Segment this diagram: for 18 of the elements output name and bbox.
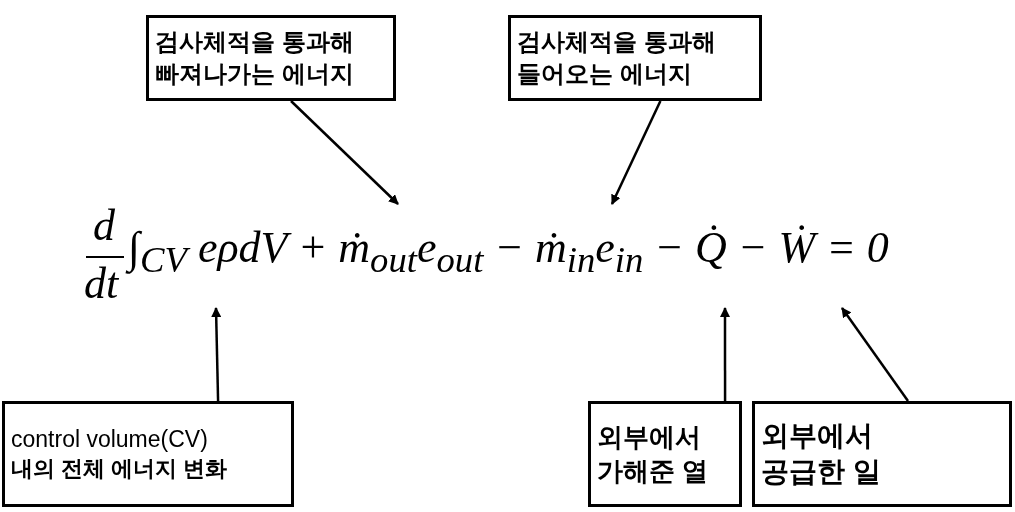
callout-text: 내의 전체 에너지 변화 <box>11 455 228 483</box>
callout-text: 외부에서 공급한 일 <box>761 419 882 489</box>
callout-box <box>508 15 762 101</box>
callout-box <box>588 401 742 507</box>
callout-box <box>146 15 396 101</box>
arrow <box>211 307 222 402</box>
arrow <box>841 307 909 402</box>
callout-text: control volume(CV) <box>11 425 208 454</box>
arrow <box>290 100 399 205</box>
callout-text: 검사체적을 통과해 빠져나가는 에너지 <box>155 27 355 89</box>
callout-text: 검사체적을 통과해 들어오는 에너지 <box>517 27 717 89</box>
arrow <box>720 307 730 401</box>
equation-denominator: dt <box>84 262 119 306</box>
equation-numerator: d <box>93 204 115 248</box>
arrow <box>610 100 662 205</box>
callout-box <box>752 401 1012 507</box>
callout-box <box>2 401 294 507</box>
callout-text: 외부에서 가해준 열 <box>597 421 710 488</box>
